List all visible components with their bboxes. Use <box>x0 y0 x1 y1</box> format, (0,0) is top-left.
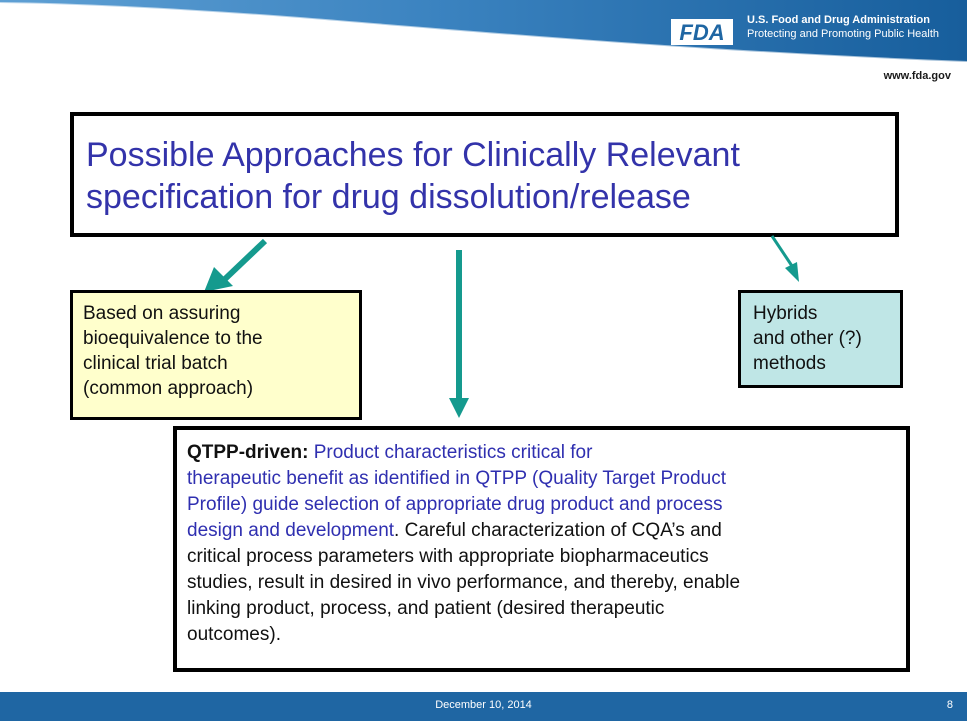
header-swoosh <box>0 0 967 62</box>
right-box-line: and other (?) <box>753 328 862 349</box>
qtpp-black-text: . Careful characterization of CQA’s and <box>394 520 722 541</box>
left-box-line: bioequivalence to the <box>83 328 263 349</box>
fda-logo-icon: FDA <box>671 19 733 45</box>
qtpp-line-1: QTPP-driven: Product characteristics cri… <box>187 440 896 466</box>
qtpp-driven-box: QTPP-driven: Product characteristics cri… <box>173 426 910 672</box>
arrow-left <box>204 238 268 292</box>
qtpp-blue-text: design and development <box>187 520 395 541</box>
title-box: Possible Approaches for Clinically Relev… <box>70 112 899 237</box>
footer-date: December 10, 2014 <box>435 699 532 711</box>
qtpp-black-text: linking product, process, and patient (d… <box>187 598 665 619</box>
qtpp-label: QTPP-driven: <box>187 442 309 463</box>
qtpp-black-text: studies, result in desired in vivo perfo… <box>187 572 741 593</box>
qtpp-blue-text: therapeutic benefit as identified in QTP… <box>187 468 726 489</box>
right-box-line: methods <box>753 353 826 374</box>
bioequivalence-approach-box: Based on assuring bioequivalence to the … <box>70 290 362 420</box>
agency-tagline: Protecting and Promoting Public Health <box>747 28 939 40</box>
qtpp-blue-text: Product characteristics critical for <box>313 442 593 463</box>
qtpp-black-text: critical process parameters with appropr… <box>187 546 709 567</box>
footer-bar: December 10, 2014 8 <box>0 692 967 721</box>
qtpp-blue-text: Profile) guide selection of appropriate … <box>187 494 723 515</box>
agency-name: U.S. Food and Drug Administration <box>747 14 930 26</box>
right-box-line: Hybrids <box>753 303 818 324</box>
website-url: www.fda.gov <box>883 70 951 82</box>
left-box-line: clinical trial batch <box>83 353 228 374</box>
left-box-line: (common approach) <box>83 378 254 399</box>
svg-text:FDA: FDA <box>679 20 724 45</box>
page-number: 8 <box>946 699 953 711</box>
qtpp-black-text: outcomes). <box>187 624 281 645</box>
qtpp-line-4: design and development. Careful characte… <box>187 518 896 544</box>
hybrid-methods-box: Hybrids and other (?) methods <box>738 290 903 388</box>
arrow-center <box>449 250 469 418</box>
left-box-line: Based on assuring <box>83 303 241 324</box>
arrow-right <box>770 235 799 282</box>
title-line-1: Possible Approaches for Clinically Relev… <box>86 136 740 174</box>
header-band: FDA U.S. Food and Drug Administration Pr… <box>0 0 967 62</box>
slide-title: Possible Approaches for Clinically Relev… <box>86 134 886 218</box>
title-line-2: specification for drug dissolution/relea… <box>86 178 691 216</box>
